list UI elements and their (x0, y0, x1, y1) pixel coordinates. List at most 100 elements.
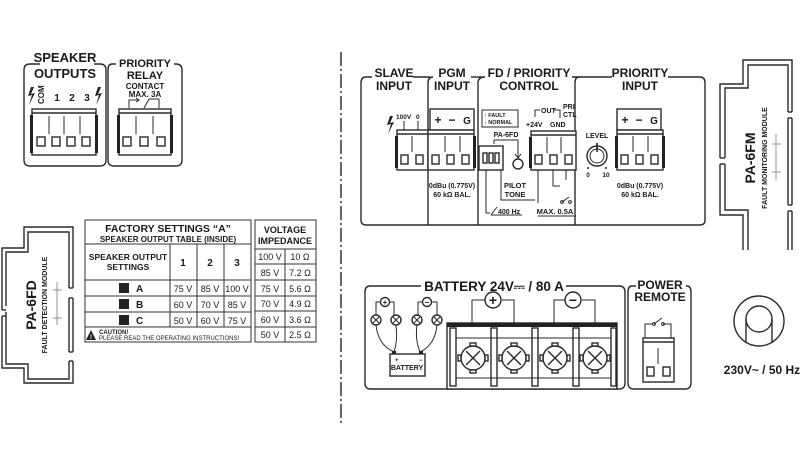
power-remote-title-2: REMOTE (634, 290, 685, 304)
remote-switch-icon (644, 317, 672, 338)
power-remote-title-1: POWER (637, 278, 683, 292)
pgm-input-connector[interactable]: + − G (427, 108, 476, 171)
svg-text:−: − (419, 358, 423, 364)
fuse-icon (390, 314, 402, 326)
factory-settings-subtitle: SPEAKER OUTPUT TABLE (INSIDE) (100, 235, 237, 244)
terminal-screw[interactable] (457, 342, 489, 374)
lightning-icon (387, 116, 394, 134)
terminal-label-com: COM (37, 85, 46, 104)
pilot-tone-frequency: 400 Hz (498, 209, 521, 216)
battery-section: BATTERY 24V⎓ / 80 A + − (364, 279, 626, 390)
table-cell: 100 V (258, 252, 282, 262)
factory-settings-table: FACTORY SETTINGS “A” SPEAKER OUTPUT TABL… (84, 219, 252, 343)
terminal-label-3: 3 (84, 93, 90, 104)
caution-note: ! CAUTION! PLEASE READ THE OPERATING INS… (86, 330, 239, 342)
table-cell: 2.5 Ω (289, 330, 311, 340)
fd-priority-title-2: CONTROL (499, 79, 558, 93)
table-row: B 60 V 70 V 85 V (119, 299, 246, 311)
level-knob[interactable] (586, 143, 608, 167)
table-cell: 85 V (261, 268, 280, 278)
priority-input-title-1: PRIORITY (612, 66, 669, 80)
switch-fault-label: ↑ FAULT (484, 113, 506, 119)
terminal-screw[interactable] (539, 342, 571, 374)
table-cell: 60 V (261, 315, 280, 325)
terminal-label-gnd: GND (550, 122, 566, 129)
priority-relay-frame (107, 63, 183, 167)
table-row: A 75 V 85 V 100 V (119, 283, 249, 295)
factory-settings-title: FACTORY SETTINGS “A” (105, 223, 231, 235)
module-label-fault-detection: FAULT DETECTION MODULE (42, 256, 49, 353)
terminal-label-pri: PRI (563, 104, 575, 111)
lightning-icon (28, 87, 35, 105)
battery-terminal-block[interactable] (446, 322, 618, 390)
speaker-outputs-title-2: OUTPUTS (34, 66, 96, 81)
terminal-screw[interactable] (498, 342, 530, 374)
terminal-label-out: OUT (541, 108, 557, 115)
terminal-screw[interactable] (579, 342, 611, 374)
table-row: 85 V 7.2 Ω (261, 268, 311, 278)
table-cell: 85 V (201, 284, 220, 294)
priority-input-connector[interactable]: + − G (615, 108, 665, 171)
relay-contact-label: CONTACT (126, 82, 165, 91)
module-model-pa-6fm: PA-6FM (742, 132, 758, 183)
terminal-label-ctl: CTL (563, 112, 577, 119)
battery-title: BATTERY 24V⎓ / 80 A (424, 279, 564, 294)
slave-input-title-1: SLAVE (374, 66, 413, 80)
table-row: 50 V 2.5 Ω (261, 330, 311, 340)
power-remote-connector[interactable] (642, 337, 675, 383)
speaker-output-header-2: SETTINGS (107, 262, 150, 272)
table-cell: 85 V (228, 300, 247, 310)
priority-input-title-2: INPUT (622, 79, 659, 93)
priority-relay-section: PRIORITY RELAY CONTACT MAX. 3A (107, 58, 183, 167)
priority-relay-connector[interactable] (117, 108, 173, 156)
terminal-label-g: G (463, 116, 471, 127)
table-row: C 50 V 60 V 75 V (119, 315, 246, 327)
svg-text:−: − (425, 298, 430, 307)
max-current-label: MAX. 0.5A (537, 207, 574, 216)
level-max-label: 10 (602, 172, 610, 179)
speaker-outputs-title-1: SPEAKER (34, 50, 97, 65)
table-cell: 3.6 Ω (289, 315, 311, 325)
table-cell: 50 V (261, 330, 280, 340)
mains-inlet[interactable] (733, 295, 785, 347)
plus-icon (484, 291, 502, 309)
fuse-icon (431, 314, 443, 326)
pgm-input-title-1: PGM (438, 66, 465, 80)
fault-normal-dip-switch[interactable] (478, 145, 504, 171)
fd-priority-connector[interactable] (529, 130, 577, 171)
setting-label: B (136, 300, 143, 311)
column-header-2: 2 (207, 258, 213, 269)
priority-relay-title-2: RELAY (127, 70, 164, 82)
battery-icon: + − BATTERY (389, 351, 426, 377)
fault-monitoring-module: PA-6FM FAULT MONITORING MODULE (719, 59, 793, 250)
level-min-label: 0 (586, 172, 590, 179)
table-cell: 75 V (261, 284, 280, 294)
speaker-outputs-frame (23, 63, 107, 167)
terminal-label-100v: 100V (396, 114, 412, 121)
table-cell: 100 V (225, 284, 249, 294)
svg-text:+: + (395, 358, 399, 364)
priority-input-spec-2: 60 kΩ BAL. (621, 192, 659, 199)
terminal-label-g: G (650, 116, 658, 127)
column-header-1: 1 (180, 258, 186, 269)
mains-voltage-label: 230V~ / 50 Hz (724, 363, 800, 377)
slave-input-connector[interactable] (395, 129, 429, 171)
pilot-tone-label-1: PILOT (504, 181, 527, 190)
battery-polarity-labels: + − (471, 291, 596, 323)
fd-priority-title-1: FD / PRIORITY (488, 66, 571, 80)
pilot-tone-label-2: TONE (505, 190, 526, 199)
plus-label: + (489, 292, 497, 308)
module-label-fault-monitoring: FAULT MONITORING MODULE (762, 107, 769, 209)
fuse-icon (411, 314, 423, 326)
fd-module-label: PA-6FD (494, 132, 519, 139)
speaker-output-connector[interactable] (30, 108, 98, 156)
level-label: LEVEL (586, 133, 609, 140)
pilot-tone-indicator (512, 158, 524, 170)
table-cell: 70 V (201, 300, 220, 310)
pgm-input-spec-1: 0dBu (0.775V) (429, 183, 475, 190)
priority-input-spec-1: 0dBu (0.775V) (617, 183, 663, 190)
impedance-title-2: IMPEDANCE (258, 236, 312, 246)
terminal-label-1: 1 (54, 93, 60, 104)
impedance-title-1: VOLTAGE (264, 225, 306, 235)
